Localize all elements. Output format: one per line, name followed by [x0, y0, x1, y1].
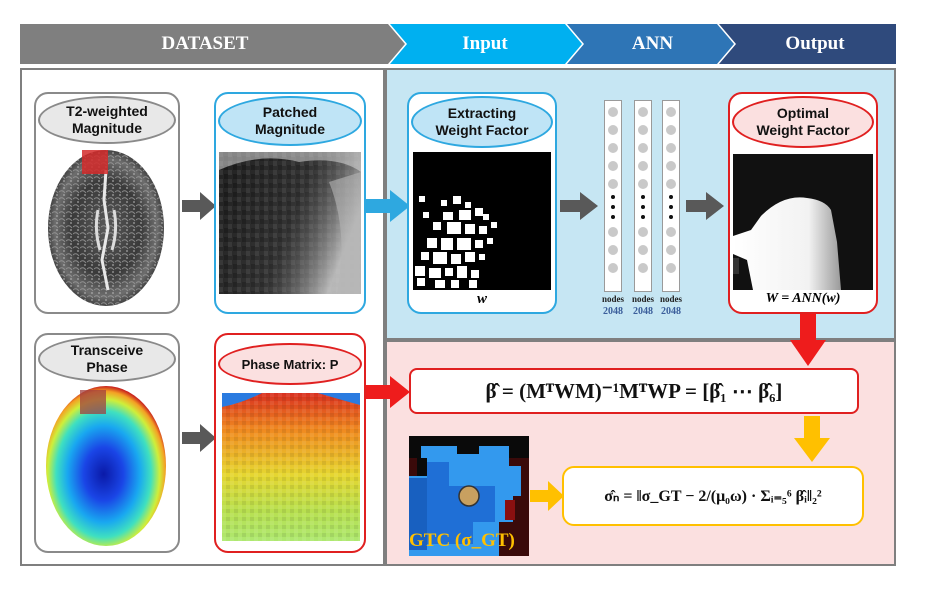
ann-node [666, 263, 676, 273]
ann-layer-1 [604, 100, 622, 292]
patched-magnitude-image [219, 152, 361, 294]
beta-equation: β̂ = (MᵀWM)⁻¹MᵀWP = [β̂₁ ⋯ β̂₆] [409, 368, 859, 414]
ann-node [638, 227, 648, 237]
banner-ann-shape [567, 24, 734, 64]
ellipsis-dot [611, 205, 615, 209]
ann-node [638, 245, 648, 255]
yellow-arrow-right [530, 481, 564, 511]
banner-dataset-label: DATASET [161, 33, 249, 54]
banner-output-shape [719, 24, 896, 64]
banner-output-label: Output [785, 33, 845, 54]
transceive-phase-label: Transceive Phase [38, 336, 176, 382]
ellipsis-dot [669, 195, 673, 199]
ann-node [666, 227, 676, 237]
banner-input-shape [390, 24, 582, 64]
ann-node [638, 143, 648, 153]
ann-node [638, 179, 648, 189]
ellipsis-dot [641, 205, 645, 209]
extracting-weight-label: Extracting Weight Factor [411, 96, 553, 148]
red-arrow-down [790, 314, 826, 366]
gray-arrow-4 [686, 192, 724, 220]
ann-node [638, 125, 648, 135]
ann-node [666, 143, 676, 153]
ellipsis-dot [611, 195, 615, 199]
W-caption: W = ANN(w) [765, 291, 841, 306]
ann-layer-3-count: 2048 [661, 306, 681, 317]
banner-ann-label: ANN [631, 33, 674, 54]
ann-layer-2-nodes: nodes [631, 294, 654, 304]
banner-dataset-shape [20, 24, 405, 64]
weight-w-image [413, 152, 551, 290]
ann-node [638, 161, 648, 171]
gtc-image [409, 436, 529, 556]
gtc-roi-marker [458, 485, 480, 507]
ann-node [666, 125, 676, 135]
ann-node [608, 107, 618, 117]
phase-matrix-label: Phase Matrix: P [218, 343, 362, 385]
ann-node [608, 263, 618, 273]
ann-node [666, 107, 676, 117]
ellipsis-dot [611, 215, 615, 219]
gray-arrow-3 [560, 192, 598, 220]
phase-patch-marker [80, 390, 106, 414]
optimal-weight-image [733, 154, 873, 290]
ann-layer-3-nodes: nodes [659, 294, 682, 304]
optimal-weight-label: Optimal Weight Factor [732, 96, 874, 148]
ellipsis-dot [641, 195, 645, 199]
gray-arrow-1 [182, 192, 216, 220]
ellipsis-dot [669, 215, 673, 219]
ellipsis-dot [641, 215, 645, 219]
w-caption: w [476, 291, 487, 307]
patched-magnitude-label: Patched Magnitude [218, 96, 362, 146]
ann-layer-2 [634, 100, 652, 292]
banner-input-label: Input [462, 33, 508, 54]
sigma-equation: σ̂ₙ = ‖σ_GT − 2/(μ₀ω) · Σᵢ₌₅⁶ β̂ᵢ‖₂² [562, 466, 864, 526]
ann-node [608, 227, 618, 237]
ann-node [666, 245, 676, 255]
gtc-label: GTC (σ_GT) [409, 530, 515, 551]
t2-patch-marker [82, 150, 108, 174]
ann-node [638, 107, 648, 117]
ann-node [638, 263, 648, 273]
transceive-phase-image [46, 386, 166, 546]
ann-layer-3 [662, 100, 680, 292]
ann-layer-1-count: 2048 [603, 306, 623, 317]
red-arrow-right [366, 376, 410, 408]
ann-node [666, 179, 676, 189]
ann-node [608, 245, 618, 255]
ann-node [608, 161, 618, 171]
ann-layer-1-nodes: nodes [601, 294, 624, 304]
ellipsis-dot [669, 205, 673, 209]
gray-arrow-2 [182, 424, 216, 452]
ann-node [608, 125, 618, 135]
ann-layer-2-count: 2048 [633, 306, 653, 317]
t2-brain-image [48, 150, 164, 306]
phase-matrix-image [222, 393, 360, 541]
blue-arrow [366, 190, 410, 222]
ann-node [666, 161, 676, 171]
pipeline-banner [20, 24, 896, 64]
ann-node [608, 179, 618, 189]
ann-node [608, 143, 618, 153]
yellow-arrow-down [794, 416, 830, 462]
t2-weighted-label: T2-weighted Magnitude [38, 96, 176, 144]
